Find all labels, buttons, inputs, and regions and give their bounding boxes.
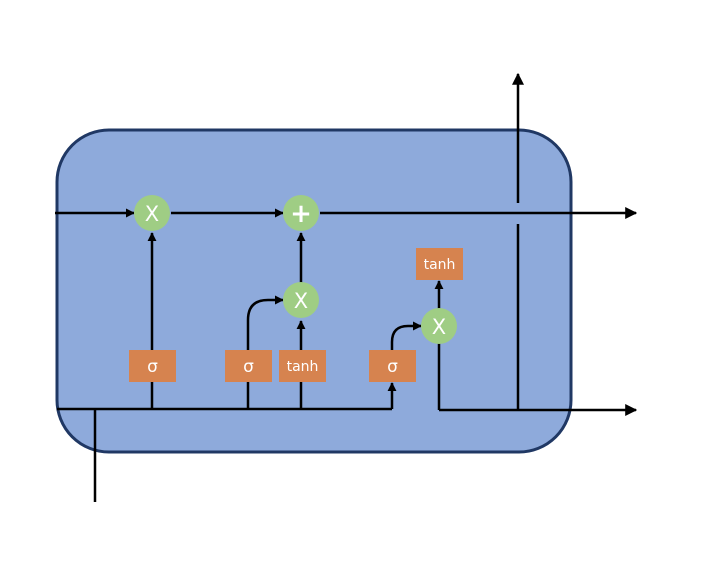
op-input-multiply-label: X [294, 289, 308, 313]
gate-cell-tanh: tanh [416, 248, 463, 280]
gate-cell-tanh-label: tanh [424, 257, 456, 273]
op-output-multiply-label: X [432, 315, 446, 339]
gate-forget-sigma: σ [129, 350, 176, 382]
op-input-multiply: X [283, 282, 319, 318]
op-forget-multiply-label: X [145, 202, 159, 226]
op-add: + [283, 195, 319, 231]
connection-lines [55, 72, 638, 502]
op-forget-multiply: X [134, 195, 170, 231]
gate-input-sigma: σ [225, 350, 272, 382]
gate-forget-sigma-label: σ [147, 357, 158, 377]
gate-candidate-tanh-label: tanh [287, 359, 319, 375]
gate-output-sigma-label: σ [387, 357, 398, 377]
op-add-label: + [290, 199, 312, 229]
output-to-multiply-curve [390, 321, 422, 350]
gate-input-sigma-label: σ [243, 357, 254, 377]
gate-output-sigma: σ [369, 350, 416, 382]
input-to-multiply-curve [246, 295, 284, 350]
gate-candidate-tanh: tanh [279, 350, 326, 382]
op-output-multiply: X [421, 308, 457, 344]
